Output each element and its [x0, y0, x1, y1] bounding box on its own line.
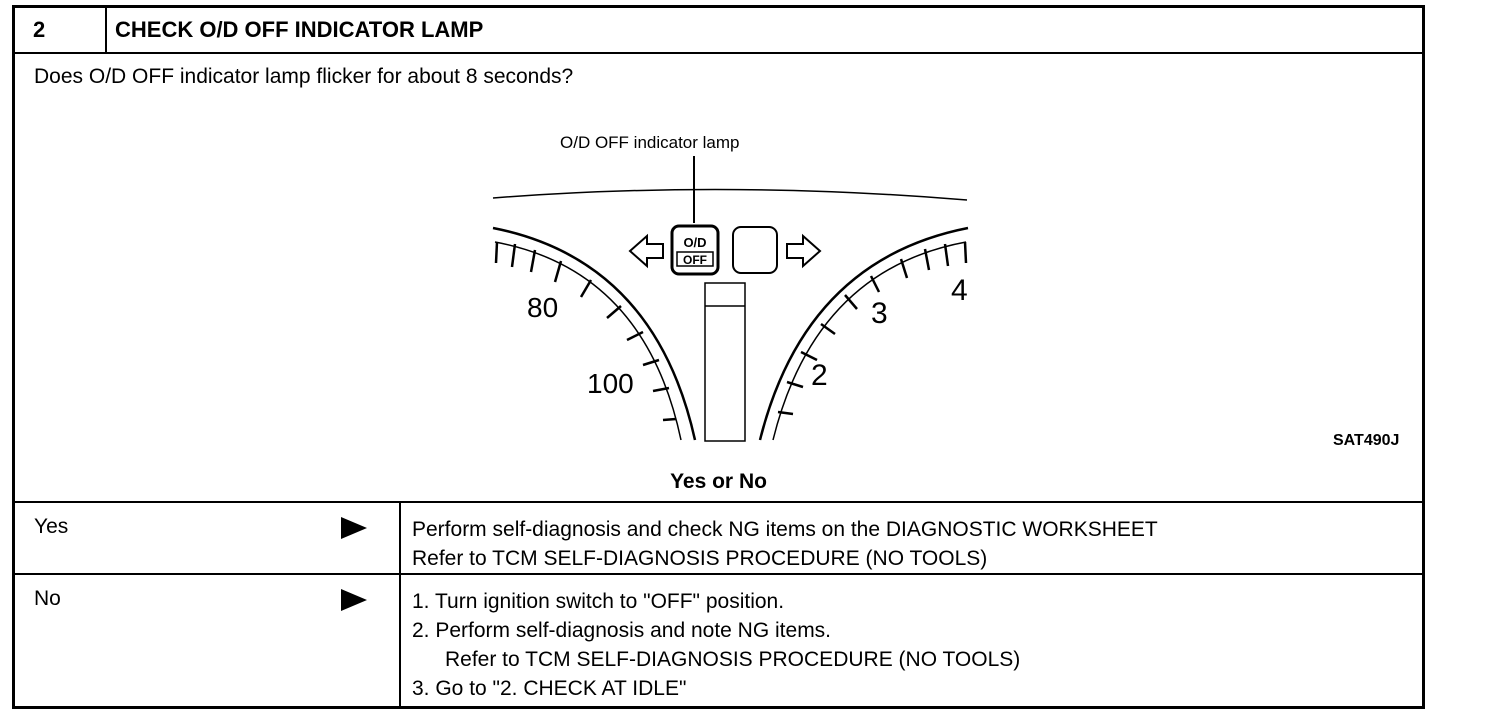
action-line: Refer to TCM SELF-DIAGNOSIS PROCEDURE (N…	[412, 547, 988, 570]
tachometer-inner-arc	[772, 241, 967, 441]
tacho-label-3: 3	[871, 297, 888, 330]
figure-code: SAT490J	[1333, 432, 1400, 449]
right-turn-signal-icon	[786, 233, 822, 269]
answer-label-no: No	[34, 587, 61, 610]
check-question: Does O/D OFF indicator lamp flicker for …	[34, 65, 574, 88]
answer-row-yes: Yes Perform self-diagnosis and check NG …	[15, 501, 1422, 575]
action-step: 2. Perform self-diagnosis and note NG it…	[412, 619, 832, 642]
lamp-text-top: O/D	[683, 235, 706, 250]
speedometer-ticks	[494, 241, 677, 422]
center-display-panel	[704, 282, 746, 442]
action-step-note: Refer to TCM SELF-DIAGNOSIS PROCEDURE (N…	[445, 648, 1021, 671]
arrow-right-icon	[341, 517, 367, 539]
lamp-text-bottom-box	[676, 251, 714, 267]
speedometer-outer-arc	[492, 226, 697, 441]
column-divider	[399, 503, 401, 573]
speedo-label-80: 80	[527, 292, 558, 323]
action-step: 1. Turn ignition switch to "OFF" positio…	[412, 590, 785, 613]
answer-row-no: No 1. Turn ignition switch to "OFF" posi…	[15, 575, 1422, 706]
tacho-label-2: 2	[811, 359, 828, 392]
callout-label: O/D OFF indicator lamp	[560, 133, 740, 152]
step-number: 2	[15, 8, 107, 52]
speedo-label-100: 100	[587, 368, 634, 399]
step-title: CHECK O/D OFF INDICATOR LAMP	[115, 17, 484, 42]
yes-or-no-prompt: Yes or No	[670, 470, 767, 493]
action-step: 3. Go to "2. CHECK AT IDLE"	[412, 677, 687, 700]
od-off-lamp-icon	[670, 224, 720, 276]
tachometer-ticks	[777, 241, 968, 416]
tacho-label-4: 4	[951, 274, 968, 307]
tachometer-outer-arc	[758, 226, 969, 441]
dash-contour	[492, 188, 968, 201]
column-divider	[399, 575, 401, 706]
left-turn-signal-icon	[628, 233, 664, 269]
arrow-right-icon	[341, 589, 367, 611]
answer-action-no: 1. Turn ignition switch to "OFF" positio…	[412, 587, 1020, 703]
answer-label-yes: Yes	[34, 515, 69, 538]
diagnostic-step-table: 2 CHECK O/D OFF INDICATOR LAMP Does O/D …	[12, 5, 1425, 709]
instrument-cluster-illustration: O/D OFF indicator lamp O/D OFF	[492, 133, 969, 442]
lamp-text-bottom: OFF	[683, 253, 707, 267]
answer-action-yes: Perform self-diagnosis and check NG item…	[412, 515, 1158, 573]
action-line: Perform self-diagnosis and check NG item…	[412, 518, 1158, 541]
step-header: 2 CHECK O/D OFF INDICATOR LAMP	[15, 8, 1422, 54]
blank-lamp-icon	[732, 226, 778, 274]
speedometer-inner-arc	[494, 241, 682, 441]
